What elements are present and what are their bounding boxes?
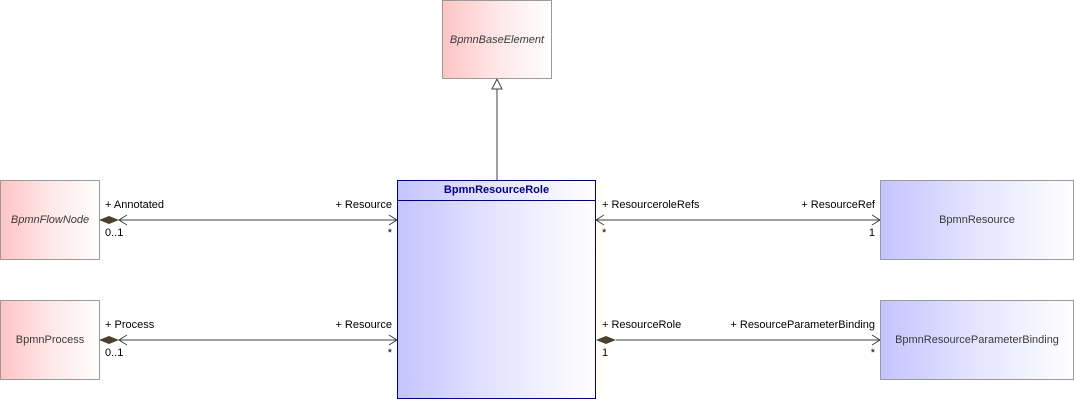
role-label: + ResourceroleRefs xyxy=(602,199,700,211)
class-bpmn-resource-role[interactable]: BpmnResourceRole xyxy=(397,180,596,399)
open-arrow-icon xyxy=(595,214,605,226)
class-name: BpmnProcess xyxy=(15,334,85,346)
class-bpmn-flow-node[interactable]: BpmnFlowNode xyxy=(0,180,100,260)
class-name: BpmnResourceParameterBinding xyxy=(895,334,1059,346)
class-bpmn-resource[interactable]: BpmnResource xyxy=(880,180,1074,260)
multiplicity-label: * xyxy=(602,227,607,239)
association-annotated xyxy=(99,214,398,226)
composition-diamond-icon xyxy=(99,216,119,224)
class-bpmn-base-element[interactable]: BpmnBaseElement xyxy=(442,0,552,79)
role-label: + ResourceParameterBinding xyxy=(730,319,875,331)
open-arrow-icon xyxy=(118,214,128,226)
role-label: + ResourceRole xyxy=(602,319,682,331)
inheritance-arrow-icon xyxy=(491,77,503,90)
association-resourceref xyxy=(595,214,881,226)
composition-diamond-icon xyxy=(596,336,616,344)
role-label: + Process xyxy=(105,319,155,331)
multiplicity-label: * xyxy=(387,227,392,239)
generalization-connector xyxy=(491,77,503,180)
class-name: BpmnFlowNode xyxy=(10,214,90,226)
role-label: + Resource xyxy=(335,319,392,331)
class-name: BpmnResource xyxy=(939,214,1015,226)
multiplicity-label: * xyxy=(870,347,875,359)
composition-diamond-icon xyxy=(99,336,119,344)
multiplicity-label: 0..1 xyxy=(105,347,124,359)
open-arrow-icon xyxy=(118,334,128,346)
role-label: + Annotated xyxy=(105,199,165,211)
class-bpmn-resource-parameter-binding[interactable]: BpmnResourceParameterBinding xyxy=(880,300,1074,380)
multiplicity-label: 0..1 xyxy=(105,227,124,239)
association-binding xyxy=(596,334,881,346)
role-label: + ResourceRef xyxy=(801,199,875,211)
class-name: BpmnBaseElement xyxy=(449,33,545,46)
association-process xyxy=(99,334,398,346)
role-label: + Resource xyxy=(335,199,392,211)
class-bpmn-process[interactable]: BpmnProcess xyxy=(0,300,100,380)
multiplicity-label: 1 xyxy=(602,347,609,359)
multiplicity-label: 1 xyxy=(868,227,875,239)
multiplicity-label: * xyxy=(387,347,392,359)
class-name: BpmnResourceRole xyxy=(398,181,595,201)
